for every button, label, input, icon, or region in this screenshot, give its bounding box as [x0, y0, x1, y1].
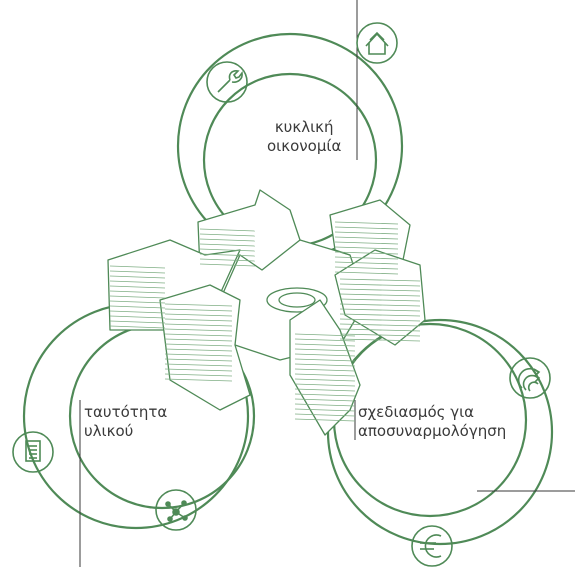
floor-line [334, 226, 399, 230]
floor-line [164, 343, 233, 347]
floor-line [334, 251, 399, 255]
floor-line [199, 233, 256, 237]
floor-line [164, 308, 233, 312]
floor-line [294, 368, 356, 372]
floor-line [294, 363, 356, 367]
floor-line [339, 318, 421, 322]
floor-line [334, 271, 399, 275]
floor-line [164, 303, 233, 307]
floor-line [109, 280, 166, 284]
floor-line [334, 246, 399, 250]
floor-line [339, 328, 421, 332]
floor-line [199, 228, 256, 232]
floor-line [164, 313, 233, 317]
label-line: αποσυναρμολόγηση [358, 422, 507, 440]
floor-line [339, 313, 421, 317]
house-icon [356, 22, 398, 64]
wrench-icon [206, 61, 248, 103]
floor-line [164, 363, 233, 367]
floor-line [109, 275, 166, 279]
floor-line [294, 393, 356, 397]
floor-line [334, 221, 399, 225]
floor-line [294, 333, 356, 337]
floor-line [109, 305, 166, 309]
floor-line [339, 278, 421, 282]
floor-line [334, 261, 399, 265]
floor-line [199, 243, 256, 247]
floor-line [164, 353, 233, 357]
floor-line [294, 383, 356, 387]
floor-line [294, 408, 356, 412]
floor-line [109, 270, 166, 274]
floor-line [334, 231, 399, 235]
floor-line [294, 358, 356, 362]
floor-line [339, 283, 421, 287]
network-icon [155, 489, 197, 531]
floor-line [294, 348, 356, 352]
floor-line [164, 328, 233, 332]
floor-line [199, 253, 256, 257]
floor-line [109, 310, 166, 314]
floor-line [294, 378, 356, 382]
recycle-arrows-icon [509, 357, 551, 399]
floor-line [109, 300, 166, 304]
floor-line [199, 248, 256, 252]
label-design-for-disassembly: σχεδιασμός για αποσυναρμολόγηση [358, 403, 506, 441]
floor-line [109, 285, 166, 289]
floor-line [164, 333, 233, 337]
floor-line [294, 413, 356, 417]
floor-line [164, 318, 233, 322]
floor-line [164, 358, 233, 362]
floor-line [294, 338, 356, 342]
floor-line [294, 398, 356, 402]
floor-line [164, 348, 233, 352]
floor-line [339, 303, 421, 307]
euro-icon [411, 525, 453, 567]
floor-line [164, 323, 233, 327]
floor-line [109, 265, 166, 269]
floor-line [109, 290, 166, 294]
floor-line [334, 236, 399, 240]
label-circular-economy: κυκλική οικονομία [267, 118, 341, 156]
floor-line [334, 266, 399, 270]
floor-line [294, 403, 356, 407]
floor-line [339, 293, 421, 297]
label-line: ταυτότητα [84, 403, 168, 421]
floor-line [294, 353, 356, 357]
floor-line [294, 388, 356, 392]
floor-line [164, 373, 233, 377]
label-line: σχεδιασμός για [358, 403, 475, 421]
floor-line [109, 315, 166, 319]
floor-line [339, 338, 421, 342]
floor-line [339, 298, 421, 302]
floor-line [294, 343, 356, 347]
floor-line [164, 378, 233, 382]
floor-line [199, 238, 256, 242]
floor-line [334, 241, 399, 245]
floor-lines [109, 221, 421, 422]
document-icon [12, 431, 54, 473]
floor-line [339, 288, 421, 292]
floor-line [164, 338, 233, 342]
floor-line [339, 333, 421, 337]
floor-line [109, 325, 166, 329]
modular-building [107, 189, 426, 436]
floor-line [164, 368, 233, 372]
label-line: κυκλική [274, 118, 334, 136]
floor-line [199, 263, 256, 267]
floor-line [109, 295, 166, 299]
label-line: υλικού [84, 422, 134, 440]
label-material-identity: ταυτότητα υλικού [84, 403, 167, 441]
floor-line [334, 256, 399, 260]
floor-line [339, 323, 421, 327]
floor-line [294, 373, 356, 377]
floor-line [339, 308, 421, 312]
floor-line [109, 320, 166, 324]
floor-line [294, 418, 356, 422]
floor-line [199, 258, 256, 262]
label-line: οικονομία [267, 137, 342, 155]
